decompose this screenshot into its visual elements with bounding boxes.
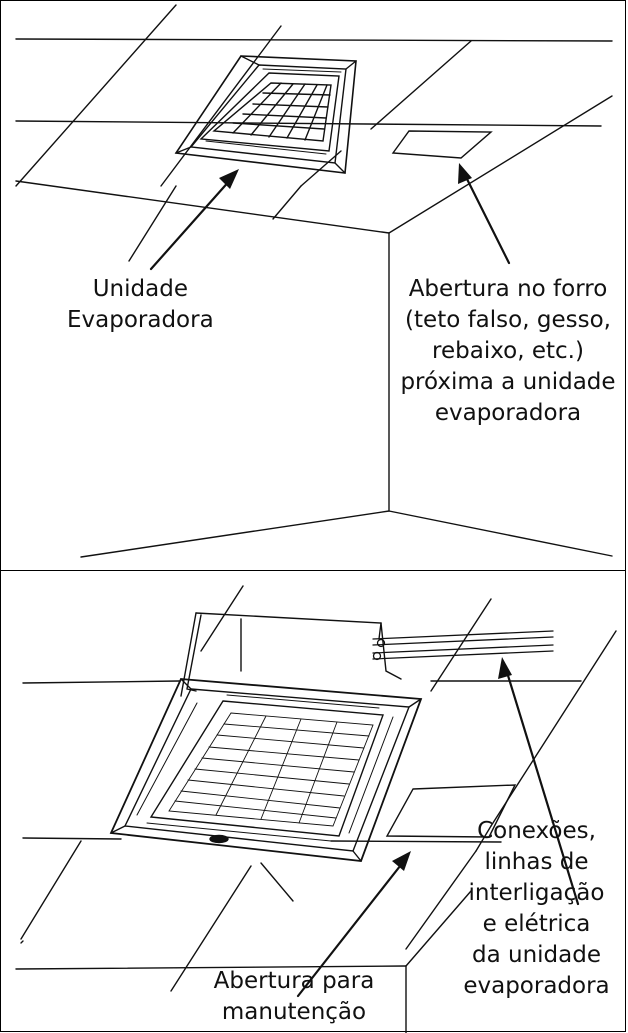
evaporator-cassette-unit — [174, 55, 357, 174]
arrow-head-ceiling-opening — [458, 163, 472, 184]
label-line: manutenção — [221, 999, 367, 1025]
label-line: interligação — [468, 880, 605, 906]
label-line: da unidade — [472, 942, 601, 968]
label-line: Abertura para — [213, 968, 375, 994]
refrigerant-pipes — [372, 630, 554, 661]
label-ceiling-opening: Abertura no forro (teto falso, gesso, re… — [397, 274, 619, 429]
ceiling-access-hatch — [391, 130, 493, 159]
ceiling-room-drawing — [15, 4, 613, 558]
ceiling-grid-lines — [20, 585, 617, 992]
bottom-panel-maintenance-view: Conexões, linhas de interligação e elétr… — [0, 570, 626, 1033]
label-evaporator-unit: Unidade Evaporadora — [67, 274, 214, 336]
label-line: próxima a unidade — [400, 369, 616, 395]
label-line: e elétrica — [482, 911, 591, 937]
label-connections: Conexões, linhas de interligação e elétr… — [449, 816, 624, 1002]
label-line: (teto falso, gesso, — [405, 307, 611, 333]
maintenance-hatch-outline — [386, 599, 501, 653]
label-line: Evaporadora — [67, 307, 214, 333]
cassette-front-panel — [109, 678, 423, 862]
ceiling-grid-lines — [15, 4, 613, 262]
label-maintenance-opening: Abertura para manutenção — [199, 966, 389, 1028]
brand-logo-badge — [209, 834, 229, 844]
label-line: evaporadora — [434, 400, 582, 426]
top-panel-installation-view: Unidade Evaporadora Abertura no forro (t… — [0, 0, 626, 571]
arrow-head-maintenance — [392, 851, 411, 871]
maintenance-access-hatch — [385, 784, 517, 838]
label-line: Unidade — [92, 276, 188, 302]
label-line: evaporadora — [463, 973, 610, 999]
arrow-head-evaporator — [219, 169, 239, 189]
label-line: rebaixo, etc.) — [432, 338, 584, 364]
label-line: Abertura no forro — [408, 276, 608, 302]
cassette-body — [180, 612, 402, 697]
room-walls — [80, 95, 613, 558]
pointer-arrows — [296, 667, 580, 998]
cassette-grille — [168, 712, 374, 827]
label-line: Conexões, — [477, 818, 596, 844]
arrow-head-connections — [498, 657, 512, 679]
label-line: linhas de — [484, 849, 589, 875]
pointer-arrows — [149, 171, 511, 271]
cassette-detail-drawing — [15, 585, 617, 1033]
room-walls — [15, 890, 472, 1033]
